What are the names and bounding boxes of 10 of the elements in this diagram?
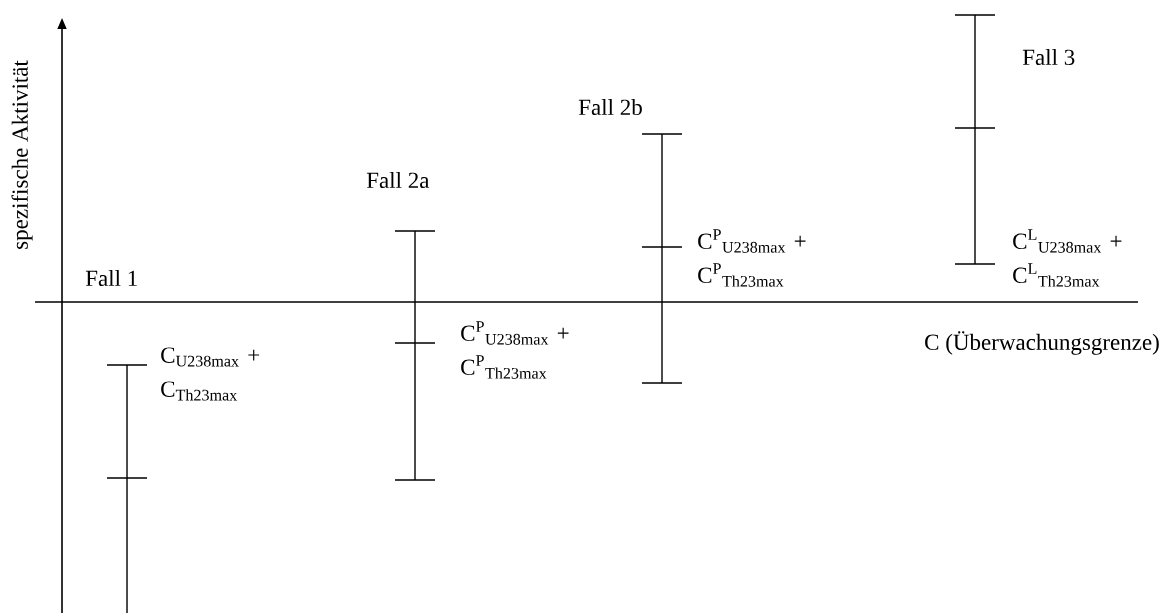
case-label: Fall 2b	[578, 98, 642, 116]
formula-label: C$^{P}$$_{U238max}$ + C$^{P}$Th23max	[461, 321, 569, 379]
formula-label: C$_{U238max}$ + C$_{Th23max}$	[161, 347, 260, 401]
case-label: Fall 1	[85, 269, 137, 287]
formula-label: C$^{P}$$_{U238max}$ + C$^{P}$Th23max	[698, 229, 806, 287]
formula-label: C$^{L}$$_{U238max}$ + C$^{L}$Th23max	[1013, 229, 1122, 287]
case-label: Fall 2a	[366, 171, 430, 189]
axis-label: spezifische Aktivität	[11, 60, 33, 249]
case-label: C (Überwachungsgrenze)	[925, 331, 1159, 355]
case-label: Fall 3	[1022, 48, 1075, 66]
